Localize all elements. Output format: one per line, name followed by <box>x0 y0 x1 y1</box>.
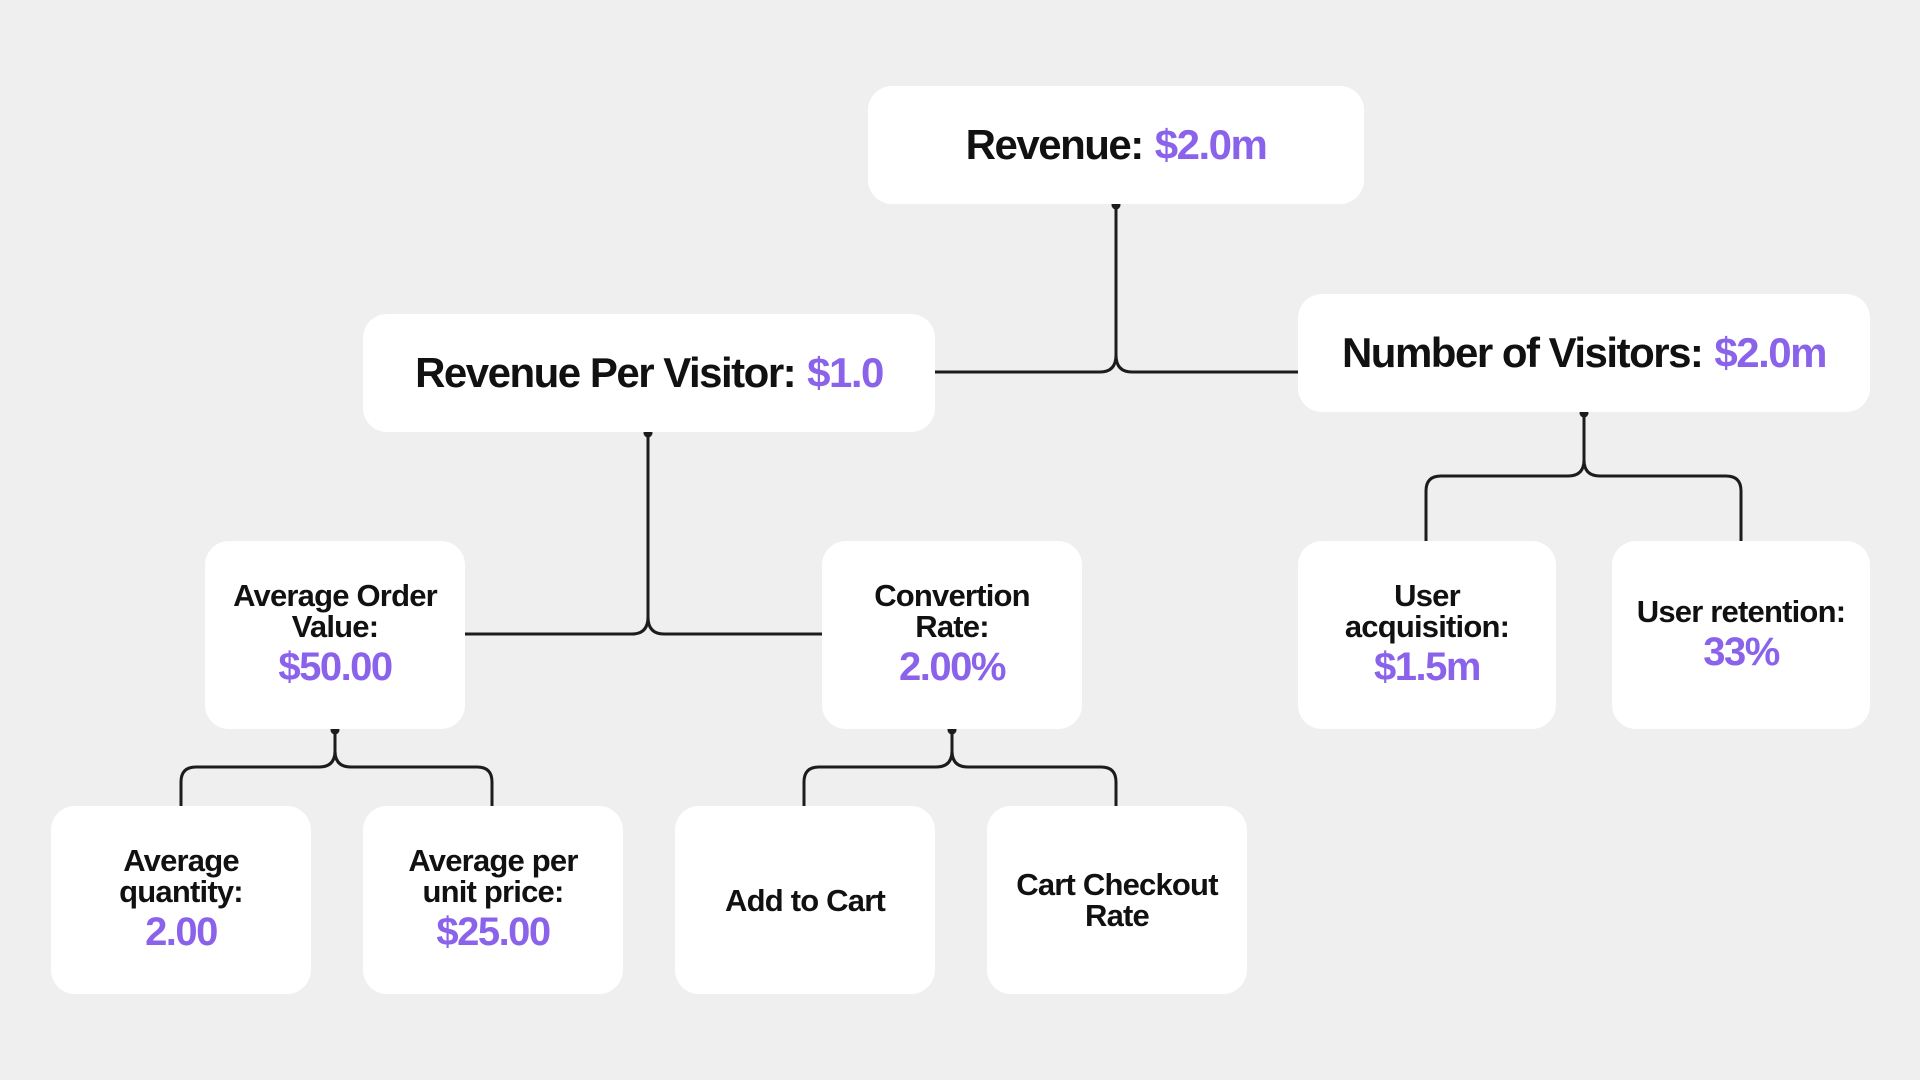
connector-revenue <box>935 205 1298 374</box>
node-average-unit-price: Average per unit price: $25.00 <box>363 806 623 994</box>
node-label: Add to Cart <box>725 882 886 918</box>
node-label: Average per unit price: <box>408 843 578 909</box>
connector-aov <box>179 730 494 806</box>
node-label: Cart Checkout Rate <box>1016 867 1218 933</box>
node-value: 2.00% <box>899 645 1006 689</box>
connector-rpv <box>465 433 822 636</box>
node-label: Average Order Value: <box>233 578 438 644</box>
node-value: $25.00 <box>436 910 551 954</box>
node-label: Average quantity: <box>119 843 243 909</box>
node-number-of-visitors: Number of Visitors: $2.0m <box>1298 294 1870 412</box>
node-user-acquisition: User acquisition: $1.5m <box>1298 541 1556 729</box>
node-label: Number of Visitors: <box>1341 329 1704 376</box>
node-value: $2.0m <box>1154 121 1268 168</box>
node-value: $50.00 <box>278 645 393 689</box>
node-value: 33% <box>1703 629 1780 674</box>
node-convertion-rate: Convertion Rate: 2.00% <box>822 541 1082 729</box>
connector-conversion <box>802 730 1118 806</box>
node-label: Revenue Per Visitor: <box>415 349 797 396</box>
node-label: Revenue: <box>965 121 1145 168</box>
node-add-to-cart: Add to Cart <box>675 806 935 994</box>
node-value: $1.5m <box>1374 645 1481 689</box>
node-value: $1.0 <box>807 349 884 396</box>
node-label: User acquisition: <box>1344 578 1510 644</box>
node-average-quantity: Average quantity: 2.00 <box>51 806 311 994</box>
node-label: Convertion Rate: <box>874 578 1030 644</box>
node-cart-checkout-rate: Cart Checkout Rate <box>987 806 1247 994</box>
node-user-retention: User retention: 33% <box>1612 541 1870 729</box>
node-average-order-value: Average Order Value: $50.00 <box>205 541 465 729</box>
node-label: User retention: <box>1636 593 1846 629</box>
node-revenue: Revenue: $2.0m <box>868 86 1364 204</box>
node-value: $2.0m <box>1714 329 1827 376</box>
node-value: 2.00 <box>145 910 218 954</box>
node-revenue-per-visitor: Revenue Per Visitor: $1.0 <box>363 314 935 432</box>
connector-visitors <box>1424 413 1743 541</box>
